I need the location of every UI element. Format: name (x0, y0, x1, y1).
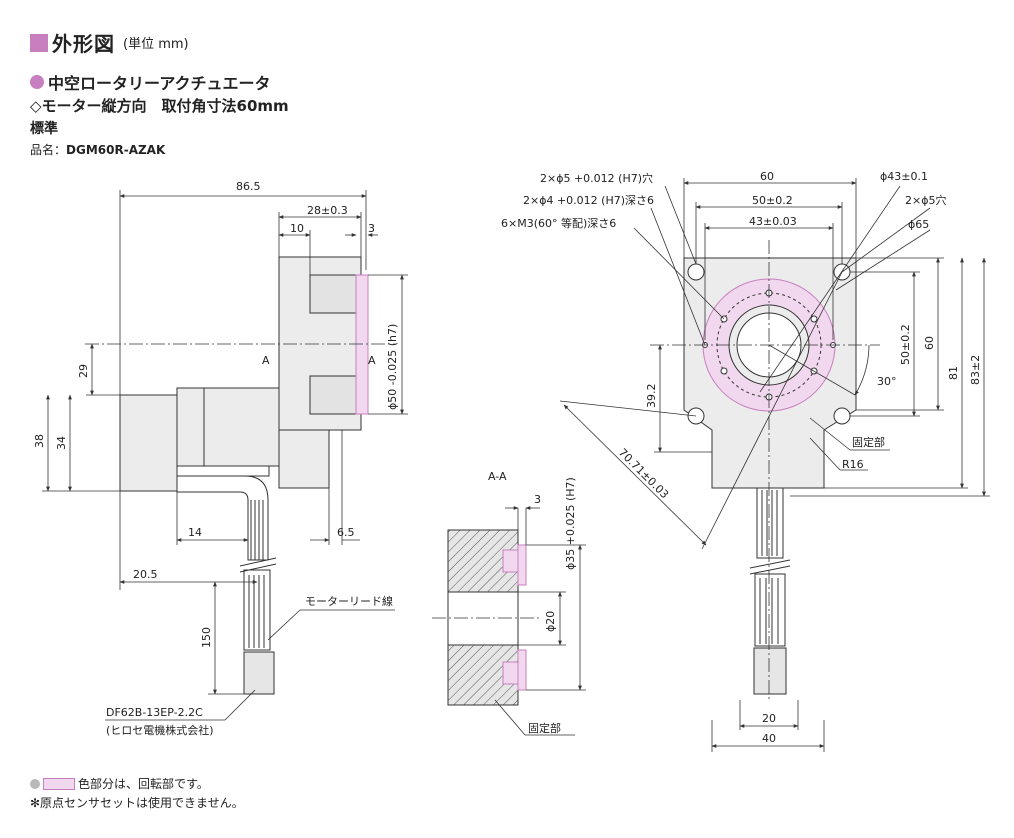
motor-lead-label: モーターリード線 (305, 594, 393, 608)
aa-dim-3: 3 (534, 493, 541, 506)
front-2phi5-hole: 2×ϕ5穴 (905, 193, 946, 207)
dim-14: 14 (188, 526, 202, 539)
reducer-lower (278, 429, 330, 489)
mount-hole-br (833, 407, 851, 425)
front-dim-43: 43±0.03 (749, 215, 797, 228)
model-number: DGM60R-AZAK (66, 143, 166, 157)
front-view-leads (749, 490, 791, 644)
front-6m3: 6×M3(60° 等配)深さ6 (501, 216, 616, 230)
variant-label: 標準 (30, 121, 58, 137)
motor-body (176, 387, 280, 467)
front-connector (753, 647, 787, 695)
dim-86-5: 86.5 (236, 180, 261, 193)
front-dim-70-71: 70.71±0.03 (616, 446, 671, 501)
front-dim-20: 20 (762, 712, 776, 725)
title-square-icon (30, 33, 48, 52)
front-dim-50: 50±0.2 (752, 194, 793, 207)
aa-dim-phi20: ϕ20 (544, 611, 557, 632)
front-dim-60: 60 (760, 170, 774, 183)
model-label: 品名： (30, 143, 67, 157)
section-aa-label: A-A (488, 470, 507, 483)
title-text: 外形図 (52, 32, 115, 56)
sensor-note: ✻原点センサセットは使用できません。 (30, 796, 244, 810)
front-dim-50-vert: 50±0.2 (899, 324, 912, 365)
section-aa-view (447, 529, 527, 706)
front-fixed-label: 固定部 (852, 435, 885, 449)
front-angle-30: 30° (877, 375, 897, 388)
front-dim-40: 40 (762, 732, 776, 745)
front-phi65: ϕ65 (908, 218, 929, 231)
front-phi43: ϕ43±0.1 (880, 170, 928, 183)
side-view (119, 256, 369, 695)
section-a-right: A (368, 354, 376, 367)
front-view (683, 257, 857, 695)
front-dim-39-2: 39.2 (645, 384, 658, 409)
dim-150: 150 (200, 627, 213, 648)
front-dim-60-vert: 60 (923, 336, 936, 350)
front-2phi5-h7: 2×ϕ5 +0.012 (H7)穴 (540, 171, 653, 185)
side-view-leads (239, 500, 277, 648)
product-type-text: 中空ロータリーアクチュエータ (48, 74, 271, 93)
rotating-part-note: 色部分は、回転部です。 (30, 775, 209, 792)
front-2phi4-h7: 2×ϕ4 +0.012 (H7)深さ6 (523, 194, 654, 207)
connector-part-number: DF62B-13EP-2.2C (106, 706, 203, 719)
dim-20-5: 20.5 (133, 568, 158, 581)
grey-dot-icon (30, 778, 40, 789)
front-dim-83: 83±2 (969, 355, 982, 385)
connector-maker: (ヒロセ電機株式会社) (106, 723, 214, 737)
side-view-dims (42, 190, 408, 721)
section-a-left: A (262, 354, 270, 367)
product-type: 中空ロータリーアクチュエータ (30, 70, 271, 94)
dim-29: 29 (77, 364, 90, 378)
lead-bundle-upper (176, 475, 269, 561)
bullet-dot-icon (30, 75, 44, 89)
dim-28: 28±0.3 (307, 204, 348, 217)
front-dim-81: 81 (947, 366, 960, 380)
dim-phi50-h7: ϕ50 -0.025 (h7) (386, 324, 399, 410)
front-view-dims (559, 178, 990, 752)
dim-3: 3 (368, 222, 375, 235)
dim-34: 34 (55, 436, 68, 450)
page-title: 外形図 (単位 mm) (30, 28, 189, 57)
aa-fixed-label: 固定部 (528, 721, 561, 735)
unit-label: (単位 mm) (123, 37, 189, 52)
connector-body (243, 651, 275, 695)
dim-10: 10 (290, 222, 304, 235)
model-line: 品名：DGM60R-AZAK (30, 141, 165, 158)
rotating-color-swatch (43, 777, 75, 790)
dim-38: 38 (33, 434, 46, 448)
mount-line: ◇モーター縦方向 取付角寸法60mm (30, 97, 289, 115)
front-r16: R16 (842, 458, 864, 471)
motor-back-housing (119, 394, 178, 492)
rotating-note-text: 色部分は、回転部です。 (78, 777, 209, 791)
mount-hole-tl (687, 263, 705, 281)
dim-6-5: 6.5 (337, 526, 355, 539)
aa-dim-phi35: ϕ35 +0.025 (H7) (564, 477, 577, 570)
output-table-side (355, 274, 369, 415)
